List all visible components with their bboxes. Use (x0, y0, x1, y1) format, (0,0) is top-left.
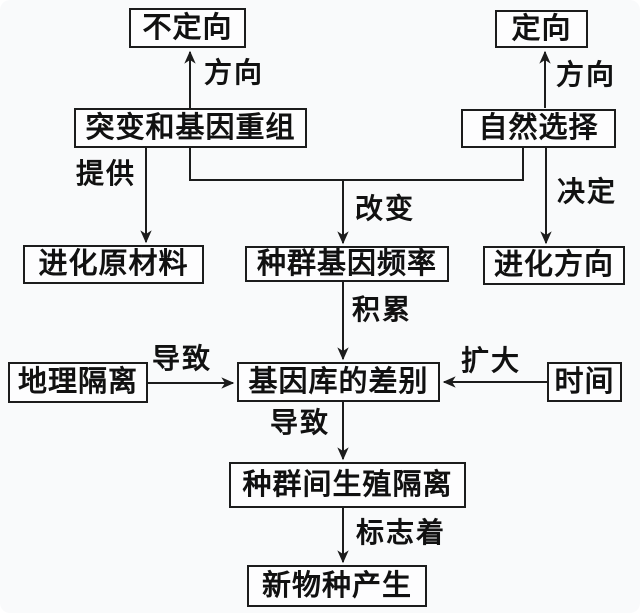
edge-label-direction-right: 方向 (556, 60, 617, 91)
edge-label-cause-left: 导致 (152, 344, 213, 375)
node-raw-materials: 进化原材料 (23, 245, 204, 284)
connector-mutation-and-selection-join (189, 148, 524, 181)
edge-label-expand: 扩大 (461, 346, 522, 377)
node-evolution-direction: 进化方向 (483, 246, 625, 285)
edge-label-marks: 标志着 (356, 518, 447, 549)
node-non-directional: 不定向 (129, 8, 246, 48)
node-gene-frequency: 种群基因频率 (245, 246, 449, 282)
edge-label-change: 改变 (355, 194, 416, 225)
edge-label-decide: 决定 (557, 177, 618, 208)
edge-label-accumulate: 积累 (352, 295, 413, 326)
node-gene-pool-difference: 基因库的差别 (237, 362, 440, 402)
node-reproductive-isolation: 种群间生殖隔离 (229, 462, 466, 508)
node-new-species: 新物种产生 (247, 565, 427, 607)
edge-label-provide: 提供 (76, 159, 137, 190)
node-geographic-isolation: 地理隔离 (8, 362, 148, 403)
node-directional: 定向 (495, 10, 588, 48)
node-natural-selection: 自然选择 (461, 109, 616, 148)
node-time: 时间 (547, 362, 622, 402)
edge-label-direction-left: 方向 (204, 58, 265, 89)
edge-label-cause-down: 导致 (270, 408, 331, 439)
node-mutation-recombination: 突变和基因重组 (74, 108, 307, 148)
